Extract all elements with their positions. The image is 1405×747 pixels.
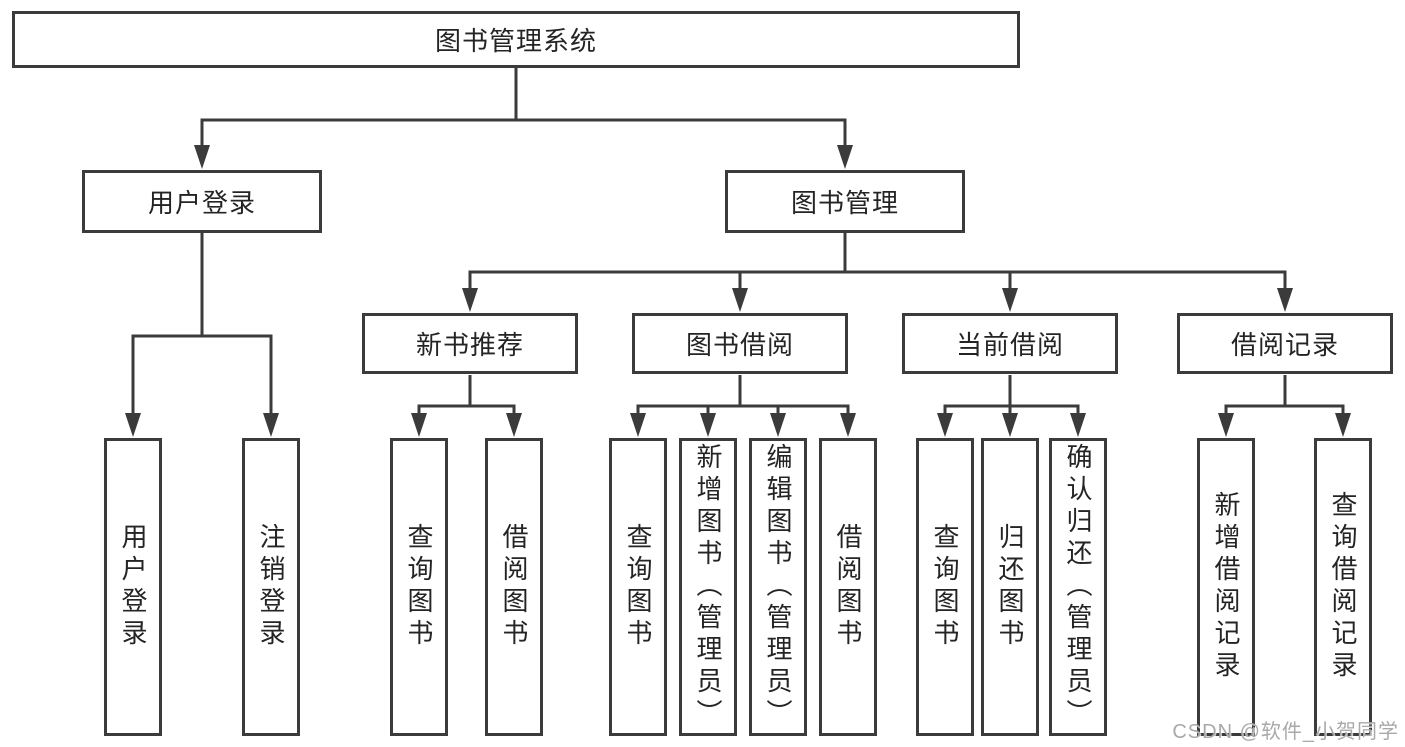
node-borrow-records: 借阅记录: [1177, 313, 1393, 374]
leaf-query-book-3: 查询图书: [916, 438, 974, 736]
leaf-borrow-book-2-label: 借阅图书: [833, 523, 863, 651]
leaf-borrow-book-1: 借阅图书: [485, 438, 543, 736]
leaf-query-book-2: 查询图书: [609, 438, 667, 736]
node-new-book-recommend: 新书推荐: [362, 313, 578, 374]
leaf-logout: 注销登录: [242, 438, 300, 736]
leaf-user-login: 用户登录: [104, 438, 162, 736]
leaf-query-borrow-record-label: 查询借阅记录: [1328, 491, 1358, 683]
leaf-add-borrow-record-label: 新增借阅记录: [1211, 491, 1241, 683]
leaf-user-login-label: 用户登录: [118, 523, 148, 651]
leaf-return-book: 归还图书: [981, 438, 1039, 736]
leaf-query-book-1: 查询图书: [390, 438, 448, 736]
node-book-management: 图书管理: [725, 170, 965, 233]
node-current-borrow: 当前借阅: [902, 313, 1118, 374]
leaf-borrow-book-1-label: 借阅图书: [499, 523, 529, 651]
leaf-query-borrow-record: 查询借阅记录: [1314, 438, 1372, 736]
leaf-query-book-2-label: 查询图书: [623, 523, 653, 651]
leaf-return-book-label: 归还图书: [995, 523, 1025, 651]
leaf-query-book-3-label: 查询图书: [930, 523, 960, 651]
node-new-book-recommend-label: 新书推荐: [415, 330, 524, 360]
leaf-query-book-1-label: 查询图书: [404, 523, 434, 651]
leaf-add-borrow-record: 新增借阅记录: [1197, 438, 1255, 736]
leaf-logout-label: 注销登录: [256, 523, 286, 651]
leaf-confirm-return-admin-label: 确认归还（管理员）: [1063, 443, 1093, 731]
node-user-login: 用户登录: [82, 170, 322, 233]
leaf-edit-book-admin-label: 编辑图书（管理员）: [763, 443, 793, 731]
node-book-borrow-label: 图书借阅: [685, 330, 794, 360]
leaf-add-book-admin-label: 新增图书（管理员）: [693, 443, 723, 731]
leaf-edit-book-admin: 编辑图书（管理员）: [749, 438, 807, 736]
leaf-confirm-return-admin: 确认归还（管理员）: [1049, 438, 1107, 736]
node-book-management-label: 图书管理: [790, 188, 899, 218]
node-root-label: 图书管理系统: [434, 26, 597, 56]
node-book-borrow: 图书借阅: [632, 313, 848, 374]
node-current-borrow-label: 当前借阅: [955, 330, 1064, 360]
leaf-borrow-book-2: 借阅图书: [819, 438, 877, 736]
node-user-login-label: 用户登录: [147, 188, 256, 218]
node-root: 图书管理系统: [12, 11, 1020, 68]
csdn-watermark: CSDN @软件_小贺同学: [1172, 721, 1399, 743]
node-borrow-records-label: 借阅记录: [1230, 330, 1339, 360]
leaf-add-book-admin: 新增图书（管理员）: [679, 438, 737, 736]
